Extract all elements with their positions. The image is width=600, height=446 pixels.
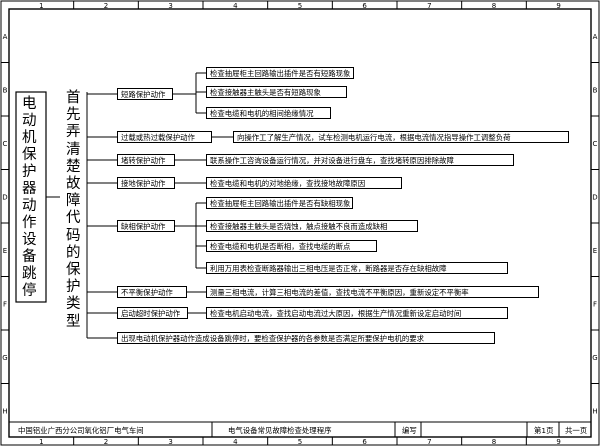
title-char: 跳 <box>22 266 37 282</box>
title-char: 首 <box>66 90 81 106</box>
title-char: 弄 <box>66 124 81 141</box>
column-label-bottom: 9 <box>556 438 560 446</box>
title-char: 备 <box>22 249 37 265</box>
title-char: 停 <box>22 283 37 299</box>
column-label-bottom: 3 <box>168 438 172 446</box>
title-char: 清 <box>66 141 81 158</box>
row-label-left: F <box>3 300 7 308</box>
category-box: 缺相保护动作 <box>117 220 175 232</box>
row-label-right: B <box>593 86 598 94</box>
footer-org: 中国铝业广西分公司氧化铝厂电气车间 <box>18 426 144 435</box>
column-label-top: 7 <box>427 2 431 10</box>
title-char: 的 <box>66 244 81 261</box>
detail-box: 检查电缆和电机的对地绝缘，查找接地故障原因 <box>206 177 402 189</box>
footer-code-label: 编写 <box>402 426 417 435</box>
column-label-bottom: 5 <box>298 438 302 446</box>
title-char: 障 <box>66 193 81 210</box>
footer-doc-title: 电气设备常见故障检查处理程序 <box>228 426 332 435</box>
detail-box: 检查抽屉柜主回路输出插件是否有缺相现象 <box>206 197 353 209</box>
row-label-left: G <box>2 354 7 362</box>
column-label-top: 9 <box>556 2 560 10</box>
footer-total: 共一页 <box>565 426 588 435</box>
category-box: 接地保护动作 <box>117 177 175 189</box>
category-box: 不平衡保护动作 <box>117 286 187 298</box>
row-label-right: G <box>592 354 597 362</box>
row-label-right: D <box>592 193 597 201</box>
detail-box: 测量三相电流，计算三相电流的差值，查找电流不平衡原因，重新设定不平衡率 <box>206 286 539 298</box>
title-char: 护 <box>22 164 37 180</box>
detail-box: 检查接触器主触头是否有短路现象 <box>206 86 347 98</box>
column-label-bottom: 7 <box>427 438 431 446</box>
column-label-top: 5 <box>298 2 302 10</box>
title-char: 护 <box>66 279 81 296</box>
column-label-top: 4 <box>233 2 238 10</box>
title-char: 类 <box>66 296 81 313</box>
bottom-note-box: 出现电动机保护器动作造成设备跳停时，要检查保护器的各参数是否满足所要保护电机的要… <box>117 332 495 344</box>
detail-box: 检查电缆和电机的相间绝缘情况 <box>206 107 331 119</box>
category-box: 堵转保护动作 <box>117 154 175 166</box>
title-char: 作 <box>22 215 37 231</box>
category-box: 启动超时保护动作 <box>117 307 188 319</box>
detail-box: 检查抽屉柜主回路输出插件是否有短路现象 <box>206 67 354 79</box>
row-label-right: A <box>593 33 598 41</box>
detail-box: 向操作工了解生产情况，试车检测电机运行电流，根据电流情况指导操作工调整负荷 <box>233 131 569 143</box>
title-char: 码 <box>66 227 81 244</box>
row-label-left: A <box>3 33 8 41</box>
detail-box: 检查电缆和电机是否断相，查找电缆的断点 <box>206 240 377 252</box>
footer-page: 第1页 <box>534 426 554 435</box>
column-label-bottom: 6 <box>362 438 367 446</box>
main-title: 电动机保护器动作设备跳停 <box>20 96 39 300</box>
row-label-right: H <box>592 407 597 415</box>
category-box: 过载或热过载保护动作 <box>117 131 212 143</box>
title-char: 机 <box>22 130 37 146</box>
subtitle-vertical: 首先弄清楚故障代码的保护类型 <box>64 90 83 331</box>
column-label-top: 6 <box>362 2 367 10</box>
row-label-right: E <box>593 247 597 255</box>
column-label-bottom: 4 <box>233 438 238 446</box>
title-char: 保 <box>66 262 81 279</box>
category-box: 短路保护动作 <box>117 88 173 100</box>
row-label-right: C <box>593 140 598 148</box>
title-char: 设 <box>22 232 37 248</box>
column-label-bottom: 2 <box>104 438 108 446</box>
title-char: 保 <box>22 147 37 163</box>
row-label-left: C <box>3 140 8 148</box>
title-char: 代 <box>66 210 81 227</box>
title-char: 楚 <box>66 158 81 175</box>
row-label-left: H <box>2 407 7 415</box>
title-char: 先 <box>66 107 81 124</box>
title-char: 动 <box>22 198 37 214</box>
title-char: 故 <box>66 176 81 193</box>
title-char: 电 <box>22 96 37 112</box>
title-char: 器 <box>22 181 37 197</box>
detail-box: 检查接触器主触头是否烧蚀，触点接触不良而造成缺相 <box>206 220 418 232</box>
title-char: 动 <box>22 113 37 129</box>
title-char: 型 <box>66 313 81 330</box>
row-label-left: E <box>3 247 7 255</box>
row-label-left: D <box>2 193 7 201</box>
column-label-bottom: 8 <box>492 438 496 446</box>
column-label-top: 8 <box>492 2 496 10</box>
column-label-bottom: 1 <box>39 438 43 446</box>
row-label-right: F <box>593 300 597 308</box>
column-label-top: 1 <box>39 2 43 10</box>
detail-box: 检查电机启动电流，查找启动电流过大原因，根据生产情况重新设定启动时间 <box>206 307 508 319</box>
detail-box: 利用万用表检查断路器输出三相电压是否正常，断路器是否存在缺相故障 <box>206 262 508 274</box>
column-label-top: 2 <box>104 2 108 10</box>
detail-box: 联系操作工咨询设备运行情况，并对设备进行盘车，查找堵转原因排除故障 <box>206 154 514 166</box>
column-label-top: 3 <box>168 2 172 10</box>
row-label-left: B <box>3 86 8 94</box>
